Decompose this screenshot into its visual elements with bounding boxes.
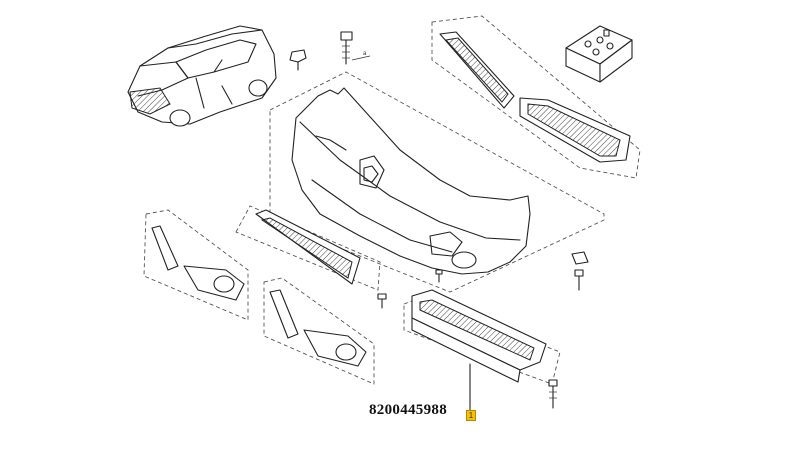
left-fog-lamp-bezel [143,209,249,321]
part-number-label: 8200445988 [369,402,447,418]
top-clip [289,49,307,71]
bolt-lower-right [548,379,558,409]
svg-text:a: a [363,51,367,57]
center-grille [235,205,381,291]
side-clip-and-bolt [571,251,589,291]
screw-lower-left [377,293,387,309]
clip-kit-box [565,25,633,83]
bumper-side-brackets [431,15,641,179]
top-screw: a [340,31,371,65]
car-overview [127,25,277,127]
screw-lower-center [435,269,443,283]
bumper-reinforcement-beam [403,289,561,385]
right-fog-lamp-bezel [263,277,375,385]
callout-marker[interactable]: 1 [466,410,476,421]
front-bumper-cover [291,87,531,275]
